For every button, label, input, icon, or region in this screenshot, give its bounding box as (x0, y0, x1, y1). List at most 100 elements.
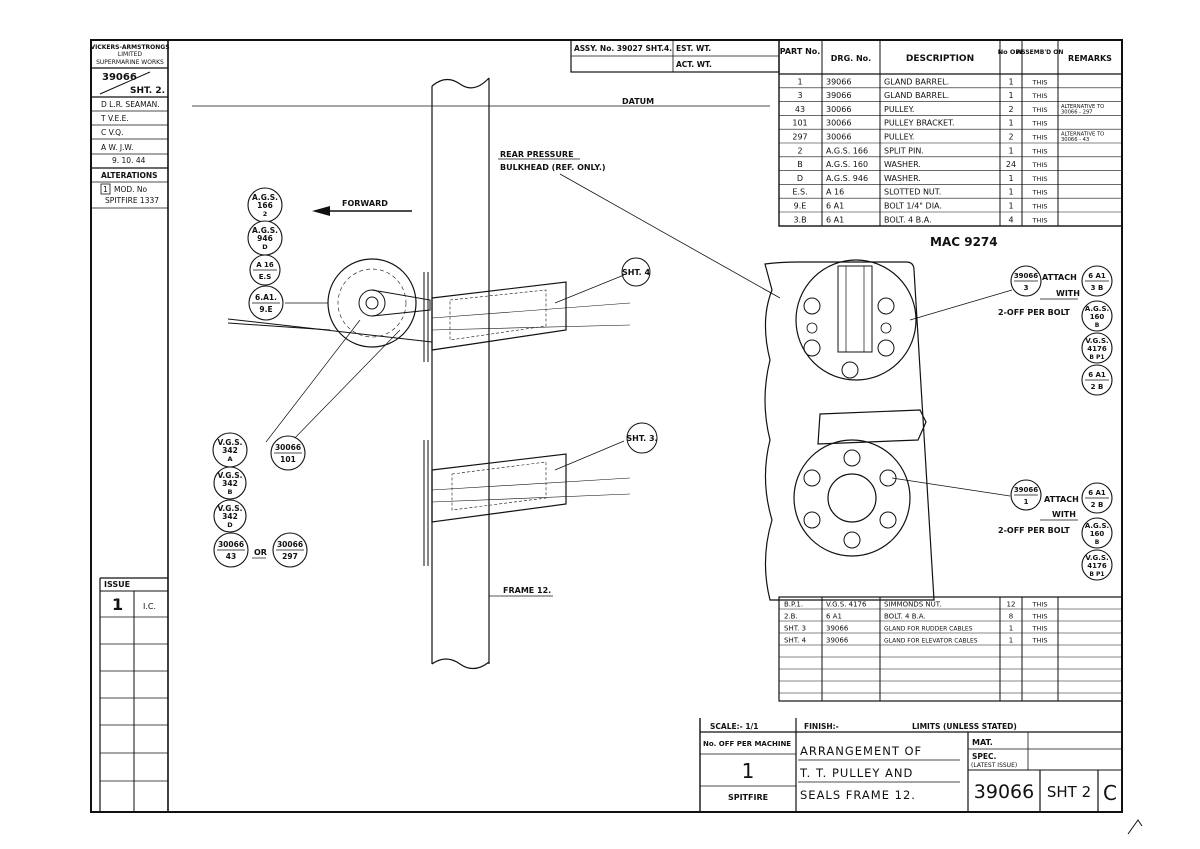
machine-name: SPITFIRE (728, 793, 768, 802)
rear-bulkhead-label-2: BULKHEAD (REF. ONLY.) (500, 163, 606, 172)
lower-assembled-on-cell: THIS (1032, 625, 1048, 633)
per-bolt-label-lower: 2-OFF PER BOLT (998, 526, 1070, 535)
rudder-gland-barrel (431, 453, 631, 523)
assy-box: ASSY. No. 39027 SHT.4. EST. WT. ACT. WT. (570, 39, 780, 73)
alteration-number: 1 (103, 185, 108, 194)
balloon-text-bottom: 3 B (1091, 284, 1104, 292)
no-off-label: No. OFF PER MACHINE (703, 740, 791, 748)
lower-part-cell: SHT. 3 (784, 625, 806, 633)
attach-label-lower: ATTACH (1044, 495, 1079, 504)
with-label-lower: WITH (1052, 510, 1076, 519)
description-cell: BOLT 1/4" DIA. (884, 202, 942, 211)
part-no-cell: 9.E (794, 202, 807, 211)
balloon-text-bottom: 9.E (259, 305, 272, 314)
description-cell: PULLEY BRACKET. (884, 119, 955, 128)
no-off-cell: 1 (1008, 146, 1013, 155)
balloon-text-mid: 4176 (1087, 345, 1107, 353)
balloon-text-bottom: E.S (259, 273, 271, 281)
alteration-text-2: SPITFIRE 1337 (105, 196, 159, 205)
balloon-text-bottom: B (228, 488, 233, 496)
part-no-cell: D (797, 174, 803, 183)
sht3-label: SHT. 3. (626, 434, 657, 443)
part-balloon-right: 6 A13 B (1081, 265, 1113, 297)
description-cell: GLAND BARREL. (884, 91, 949, 100)
assembled-on-cell: THIS (1032, 161, 1048, 169)
assembled-on-cell: THIS (1032, 189, 1048, 197)
signoff-traced: T V.E.E. (100, 114, 129, 123)
frame-structure: DATUM REAR PRESSURE BULKHEAD (REF. ONLY.… (192, 77, 781, 670)
drg-no-cell: 39066 (826, 77, 851, 86)
signoff-checked: C V.Q. (101, 128, 123, 137)
balloon-text-top: V.G.S. (1085, 554, 1108, 562)
sheet-border (90, 39, 1123, 813)
balloon-text-bottom: 43 (226, 552, 236, 561)
balloon-text-mid: 4176 (1087, 562, 1107, 570)
no-off-cell: 4 (1008, 215, 1013, 224)
drg-no-cell: A.G.S. 946 (826, 174, 868, 183)
header-part-no: PART No. (780, 47, 821, 56)
description-cell: WASHER. (884, 160, 921, 169)
balloon-text-top: A.G.S. (252, 226, 278, 235)
no-off-cell: 1 (1008, 174, 1013, 183)
spec-label: SPEC. (972, 752, 997, 761)
balloon-text-top: V.G.S. (218, 471, 243, 480)
finish-label: FINISH:- (804, 722, 839, 731)
balloon-text-mid: 946 (257, 234, 273, 243)
limits-label: LIMITS (UNLESS STATED) (912, 722, 1017, 731)
lower-part-cell: 2.B. (784, 613, 798, 621)
balloon-text-top: 39066 (1014, 486, 1038, 494)
no-off-value: 1 (742, 759, 755, 783)
balloon-text-top: V.G.S. (218, 438, 243, 447)
lower-description-cell: GLAND FOR RUDDER CABLES (884, 626, 973, 633)
est-wt-label: EST. WT. (676, 44, 711, 53)
drg-no-cell: 30066 (826, 133, 851, 142)
title-line-2: T. T. PULLEY AND (799, 766, 913, 780)
no-off-cell: 1 (1008, 91, 1013, 100)
balloon-text-top: 30066 (277, 540, 303, 549)
drg-no-cell: 6 A1 (826, 202, 844, 211)
header-no-off: No OFF (998, 48, 1025, 56)
forward-label: FORWARD (342, 199, 388, 208)
mac-reference: MAC 9274 (930, 235, 998, 249)
description-cell: PULLEY. (884, 133, 914, 142)
sheet-ref-number: 39066 (102, 72, 137, 83)
no-off-cell: 1 (1008, 77, 1013, 86)
balloon-text-top: 6.A1. (255, 293, 277, 302)
lower-part-cell: B.P.1. (784, 601, 803, 609)
drawing-sheet-no: SHT 2 (1047, 783, 1091, 801)
elevator-gland-barrel (431, 281, 631, 351)
balloon-text-mid: 160 (1090, 313, 1105, 321)
assembled-on-cell: THIS (1032, 78, 1048, 86)
part-balloon-right: 6 A12 B (1081, 364, 1113, 396)
drg-no-cell: A 16 (826, 188, 844, 197)
lower-description-cell: BOLT. 4 B.A. (884, 613, 926, 621)
assembled-on-cell: THIS (1032, 175, 1048, 183)
datum-label: DATUM (622, 97, 654, 106)
header-remarks: REMARKS (1068, 54, 1112, 63)
signoff-approved: A W. J.W. (101, 143, 133, 152)
forward-arrow-icon (312, 206, 330, 216)
assembled-on-cell: THIS (1032, 106, 1048, 114)
part-balloon-right: 6 A12 B (1081, 482, 1113, 514)
drg-no-cell: A.G.S. 166 (826, 146, 868, 155)
part-no-cell: 43 (795, 105, 805, 114)
balloon-text-bottom: 101 (280, 455, 296, 464)
balloon-text-bottom: A (227, 455, 232, 463)
lower-no-off-cell: 12 (1007, 601, 1016, 609)
sht4-label: SHT. 4 (622, 268, 651, 277)
balloon-text-top: A.G.S. (1085, 305, 1109, 313)
lower-description-cell: GLAND FOR ELEVATOR CABLES (884, 638, 978, 645)
sht3-balloon (626, 422, 658, 454)
company-line-1: VICKERS-ARMSTRONGS (90, 44, 169, 51)
part-no-cell: 1 (797, 77, 802, 86)
